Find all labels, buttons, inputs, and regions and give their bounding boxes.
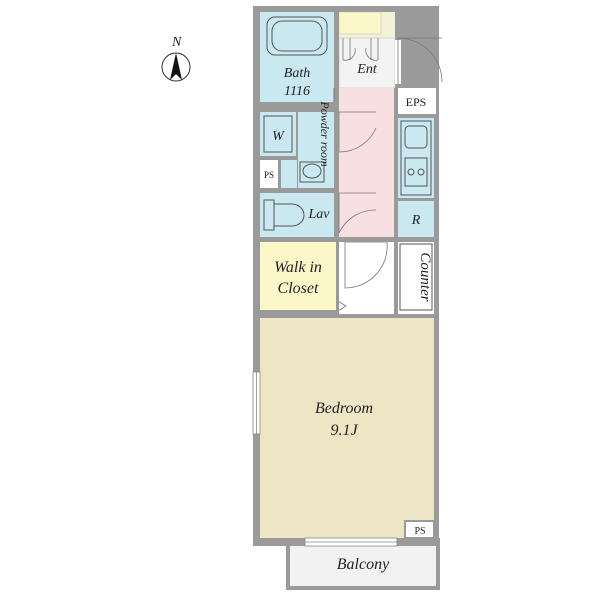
balcony-label: Balcony xyxy=(337,556,390,573)
kitchen-sink-icon xyxy=(404,125,428,149)
basin-icon xyxy=(302,163,322,179)
basin-counter xyxy=(299,161,325,183)
bedroom-floor xyxy=(260,318,434,538)
wall xyxy=(296,112,298,156)
eps-shaft xyxy=(396,88,436,114)
lavatory-door xyxy=(338,193,377,234)
washer-label: W xyxy=(272,129,285,144)
ps-bottom-label: PS xyxy=(414,526,425,537)
counter-box xyxy=(399,243,433,311)
wall xyxy=(394,114,439,118)
washer-floor xyxy=(260,112,296,156)
wall xyxy=(260,310,339,318)
wall xyxy=(260,156,298,160)
bedroom-label: Bedroom xyxy=(315,400,373,417)
entrance-tiles xyxy=(338,37,396,89)
stove-icon xyxy=(404,157,428,187)
powder-room-door xyxy=(338,112,377,153)
north-compass: N xyxy=(161,35,191,82)
counter-label: Counter xyxy=(417,252,433,301)
wall xyxy=(260,188,339,193)
eps-label: EPS xyxy=(406,95,427,109)
ps-bottom-shaft xyxy=(404,520,435,539)
wall xyxy=(334,6,339,88)
closet-label-line2: Closet xyxy=(278,280,319,297)
wall xyxy=(398,198,434,201)
wall xyxy=(260,237,434,242)
bath-size-label: 1116 xyxy=(284,84,310,99)
counter-floor xyxy=(398,242,434,314)
refrigerator-floor xyxy=(398,201,434,237)
ps-top-label: PS xyxy=(264,170,274,180)
entrance-step-icon xyxy=(342,38,379,61)
closet-door xyxy=(337,300,347,312)
entrance-label: Ent xyxy=(356,62,378,77)
ps-top-shaft xyxy=(260,160,278,188)
closet-label-line1: Walk in xyxy=(274,259,322,276)
wall xyxy=(394,88,398,318)
toilet-bowl-icon xyxy=(273,203,305,227)
bathtub xyxy=(266,16,328,56)
bedroom-size-label: 9.1J xyxy=(330,422,358,439)
burner-icon xyxy=(417,168,425,176)
hall-floor xyxy=(339,88,394,237)
powder-room-floor xyxy=(298,112,334,188)
wall xyxy=(334,112,339,193)
wall xyxy=(260,102,339,112)
north-arrow-icon xyxy=(170,53,182,80)
refrigerator-label: R xyxy=(411,213,421,228)
lavatory-label: Lav xyxy=(308,207,331,222)
kitchen-counter xyxy=(400,120,432,196)
bathtub-inner xyxy=(271,20,323,52)
burner-icon xyxy=(407,168,415,176)
entrance-shoe-rack xyxy=(338,11,382,35)
bedroom-door xyxy=(344,241,388,289)
wall xyxy=(398,314,434,318)
corridor-floor xyxy=(339,242,394,314)
bath-label: Bath xyxy=(284,66,310,81)
wall xyxy=(336,242,339,318)
closet-floor xyxy=(260,242,336,310)
wall xyxy=(278,160,281,188)
north-label: N xyxy=(171,35,182,50)
balcony-area xyxy=(286,538,440,590)
basin-floor xyxy=(281,160,297,188)
washer-unit xyxy=(263,115,293,153)
powder-room-label: Powder room xyxy=(318,100,332,167)
